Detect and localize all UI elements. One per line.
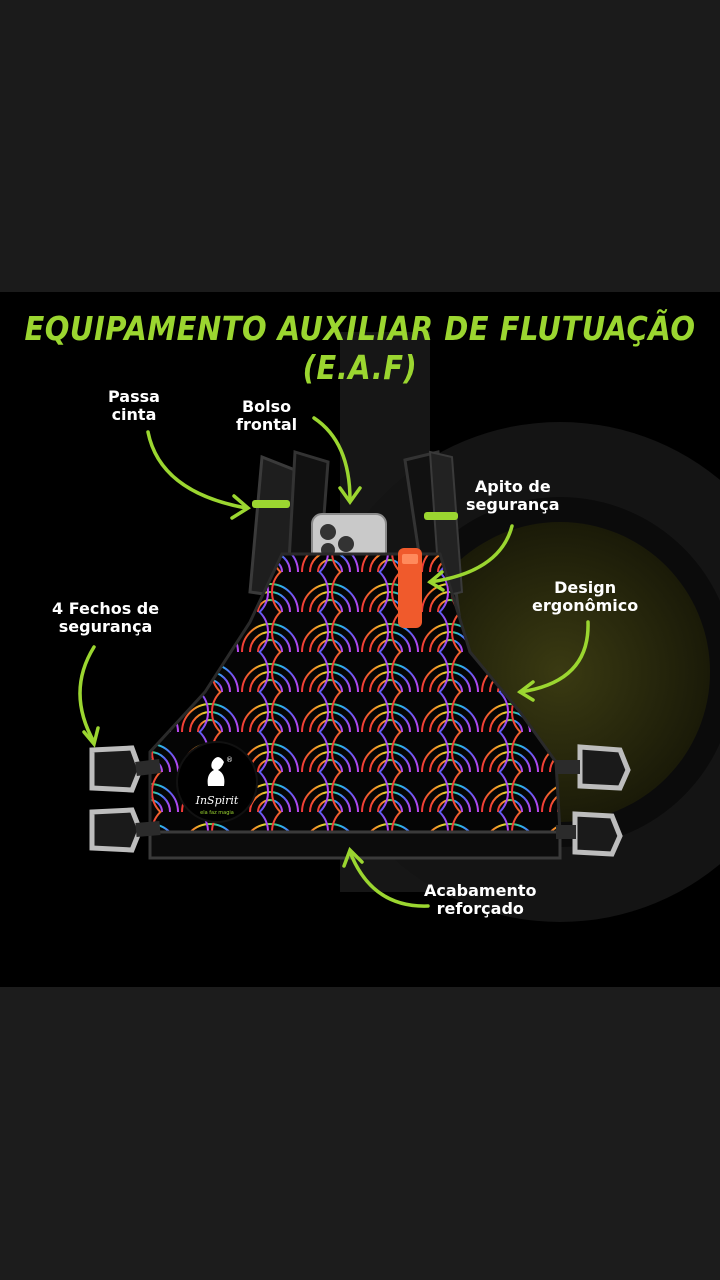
brand-name: InSpirit bbox=[195, 794, 239, 807]
brand-tagline: ela faz magia bbox=[200, 810, 234, 816]
buckles-right bbox=[556, 744, 631, 857]
product-infographic: InSpirit ela faz magia ® EQUIPAMENTO AUX… bbox=[0, 292, 720, 987]
buckles-left bbox=[89, 745, 161, 853]
whistle-image bbox=[398, 548, 422, 628]
infographic-title: EQUIPAMENTO AUXILIAR DE FLUTUAÇÃO (E.A.F… bbox=[24, 308, 696, 388]
callout-arrows bbox=[78, 416, 590, 908]
top-letterbox bbox=[0, 0, 720, 292]
registered-mark: ® bbox=[226, 756, 233, 764]
infographic-artwork: InSpirit ela faz magia ® bbox=[78, 332, 720, 922]
strap-loop-left bbox=[252, 500, 290, 508]
strap-loop-right bbox=[424, 512, 458, 520]
bottom-letterbox bbox=[0, 987, 720, 1280]
